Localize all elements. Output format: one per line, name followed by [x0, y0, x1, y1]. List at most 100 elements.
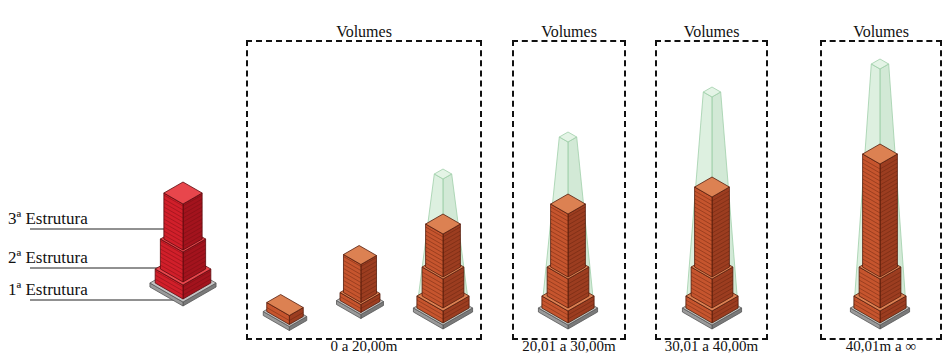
floor-line [695, 227, 730, 237]
floor-line [551, 235, 586, 245]
building [538, 132, 597, 329]
floor-line [547, 292, 589, 304]
floor-line [691, 292, 733, 304]
floor-line [551, 255, 586, 265]
structure-label: 2ª Estrutura [8, 248, 88, 267]
floor-line [695, 223, 730, 233]
building [682, 87, 741, 329]
frame-heading: Volumes [822, 23, 940, 41]
floor-line [863, 219, 898, 229]
building-tier [343, 246, 376, 265]
floor-line [160, 253, 205, 266]
floor-line [863, 207, 898, 217]
volume-frame: Volumes40,01m a ∞ [820, 40, 942, 340]
floor-line [695, 251, 730, 261]
floor-line [551, 247, 586, 257]
floor-line [422, 284, 464, 296]
floor-line [695, 263, 730, 273]
floor-line [164, 203, 202, 214]
volume-envelope [871, 59, 888, 69]
frame-heading: Volumes [248, 23, 480, 41]
floor-line [343, 257, 376, 267]
building [337, 246, 384, 319]
height-range: 20,01 a 30,00m [514, 338, 624, 354]
floor-line [859, 288, 901, 300]
floor-line [691, 280, 733, 292]
floor-line [551, 243, 586, 253]
floor-line [863, 187, 898, 197]
floor-line [551, 227, 586, 237]
frame-heading: Volumes [657, 23, 766, 41]
floor-line [695, 259, 730, 269]
floor-line [426, 247, 461, 257]
floor-line [863, 251, 898, 261]
floor-line [551, 223, 586, 233]
floor-line [547, 276, 589, 288]
floor-line [863, 259, 898, 269]
floor-line [551, 231, 586, 241]
floor-line [547, 280, 589, 292]
leader-line [30, 300, 183, 301]
buildings [150, 59, 910, 331]
floor-line [164, 211, 202, 222]
floor-line [164, 223, 202, 234]
building [150, 182, 216, 306]
volume-envelope [559, 132, 576, 142]
structure-label: 3ª Estrutura [8, 209, 88, 228]
floor-line [863, 195, 898, 205]
floor-line [863, 199, 898, 209]
height-range: 40,01m a ∞ [822, 338, 940, 354]
volume-frame: Volumes20,01 a 30,00m [512, 40, 626, 340]
floor-line [426, 259, 461, 269]
floor-line [695, 239, 730, 249]
floor-line [695, 211, 730, 221]
floor-line [863, 163, 898, 173]
floor-line [160, 257, 205, 270]
floor-line [164, 231, 202, 242]
floor-line [863, 211, 898, 221]
volume-envelope [703, 87, 720, 97]
building-tier [426, 214, 461, 234]
floor-line [695, 235, 730, 245]
floor-line [426, 263, 461, 273]
floor-line [160, 249, 205, 262]
floor-line [695, 215, 730, 225]
floor-line [267, 308, 304, 321]
floor-line [422, 288, 464, 300]
floor-line [160, 261, 205, 274]
floor-line [551, 263, 586, 273]
floor-line [547, 284, 589, 296]
floor-line [863, 227, 898, 237]
building-tier [863, 144, 898, 164]
floor-line [863, 171, 898, 181]
floor-line [863, 159, 898, 169]
floor-line [695, 195, 730, 205]
floor-line [426, 243, 461, 253]
floor-line [164, 219, 202, 230]
building-tier [267, 295, 304, 316]
floor-line [164, 195, 202, 206]
floor-line [691, 284, 733, 296]
floor-line [863, 263, 898, 273]
floor-line [695, 231, 730, 241]
floor-line [695, 199, 730, 209]
floor-line [551, 207, 586, 217]
floor-line [863, 183, 898, 193]
floor-line [863, 243, 898, 253]
floor-line [426, 235, 461, 245]
building [850, 59, 909, 329]
floor-line [863, 239, 898, 249]
volume-frame: Volumes0 a 20,00m [246, 40, 482, 340]
floor-line [691, 276, 733, 288]
floor-line [426, 255, 461, 265]
floor-line [863, 215, 898, 225]
floor-line [343, 261, 376, 271]
floor-line [695, 191, 730, 201]
floor-line [164, 215, 202, 226]
leader-line [30, 229, 183, 230]
volume-envelope [417, 174, 443, 323]
floor-line [695, 243, 730, 253]
volume-frame: Volumes30,01 a 40,00m [655, 40, 768, 340]
height-range: 30,01 a 40,00m [657, 338, 766, 354]
